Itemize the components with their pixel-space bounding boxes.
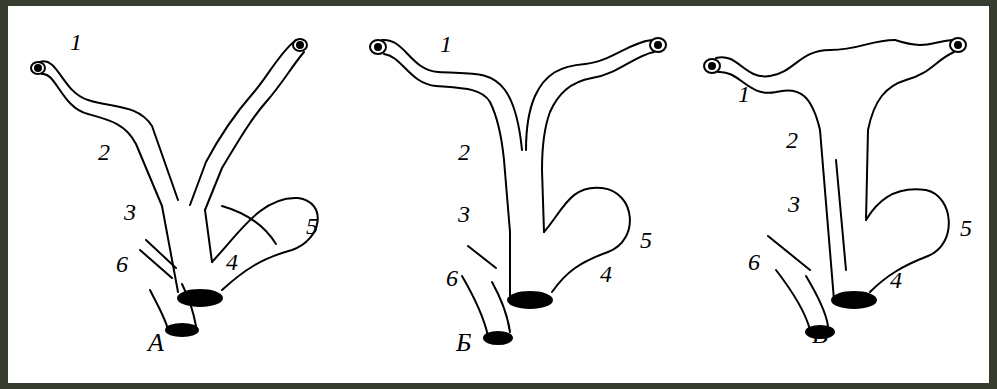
callout-number: 3: [124, 200, 136, 224]
callout-number: 5: [306, 214, 318, 238]
callout-number: 1: [440, 32, 452, 56]
figure-letter: А: [148, 330, 164, 356]
callout-number: 4: [226, 250, 238, 274]
callout-number: 5: [640, 228, 652, 252]
callout-number: 4: [600, 262, 612, 286]
callout-number: 2: [786, 128, 798, 152]
callout-number: 3: [788, 192, 800, 216]
callout-number: 4: [890, 268, 902, 292]
callout-number: 3: [458, 202, 470, 226]
callout-number: 6: [748, 250, 760, 274]
callout-number: 1: [738, 82, 750, 106]
organ-drawing-a: [31, 39, 318, 336]
callout-number: 5: [960, 216, 972, 240]
organ-drawing-c: [704, 38, 966, 338]
figure-panel: [8, 6, 989, 383]
figure-letter: В: [812, 322, 828, 348]
callout-number: 6: [446, 266, 458, 290]
callout-number: 6: [116, 252, 128, 276]
organ-drawing-b: [370, 38, 666, 344]
callout-number: 2: [98, 140, 110, 164]
figure-letter: Б: [456, 330, 471, 356]
callout-number: 2: [458, 140, 470, 164]
callout-number: 1: [70, 30, 82, 54]
